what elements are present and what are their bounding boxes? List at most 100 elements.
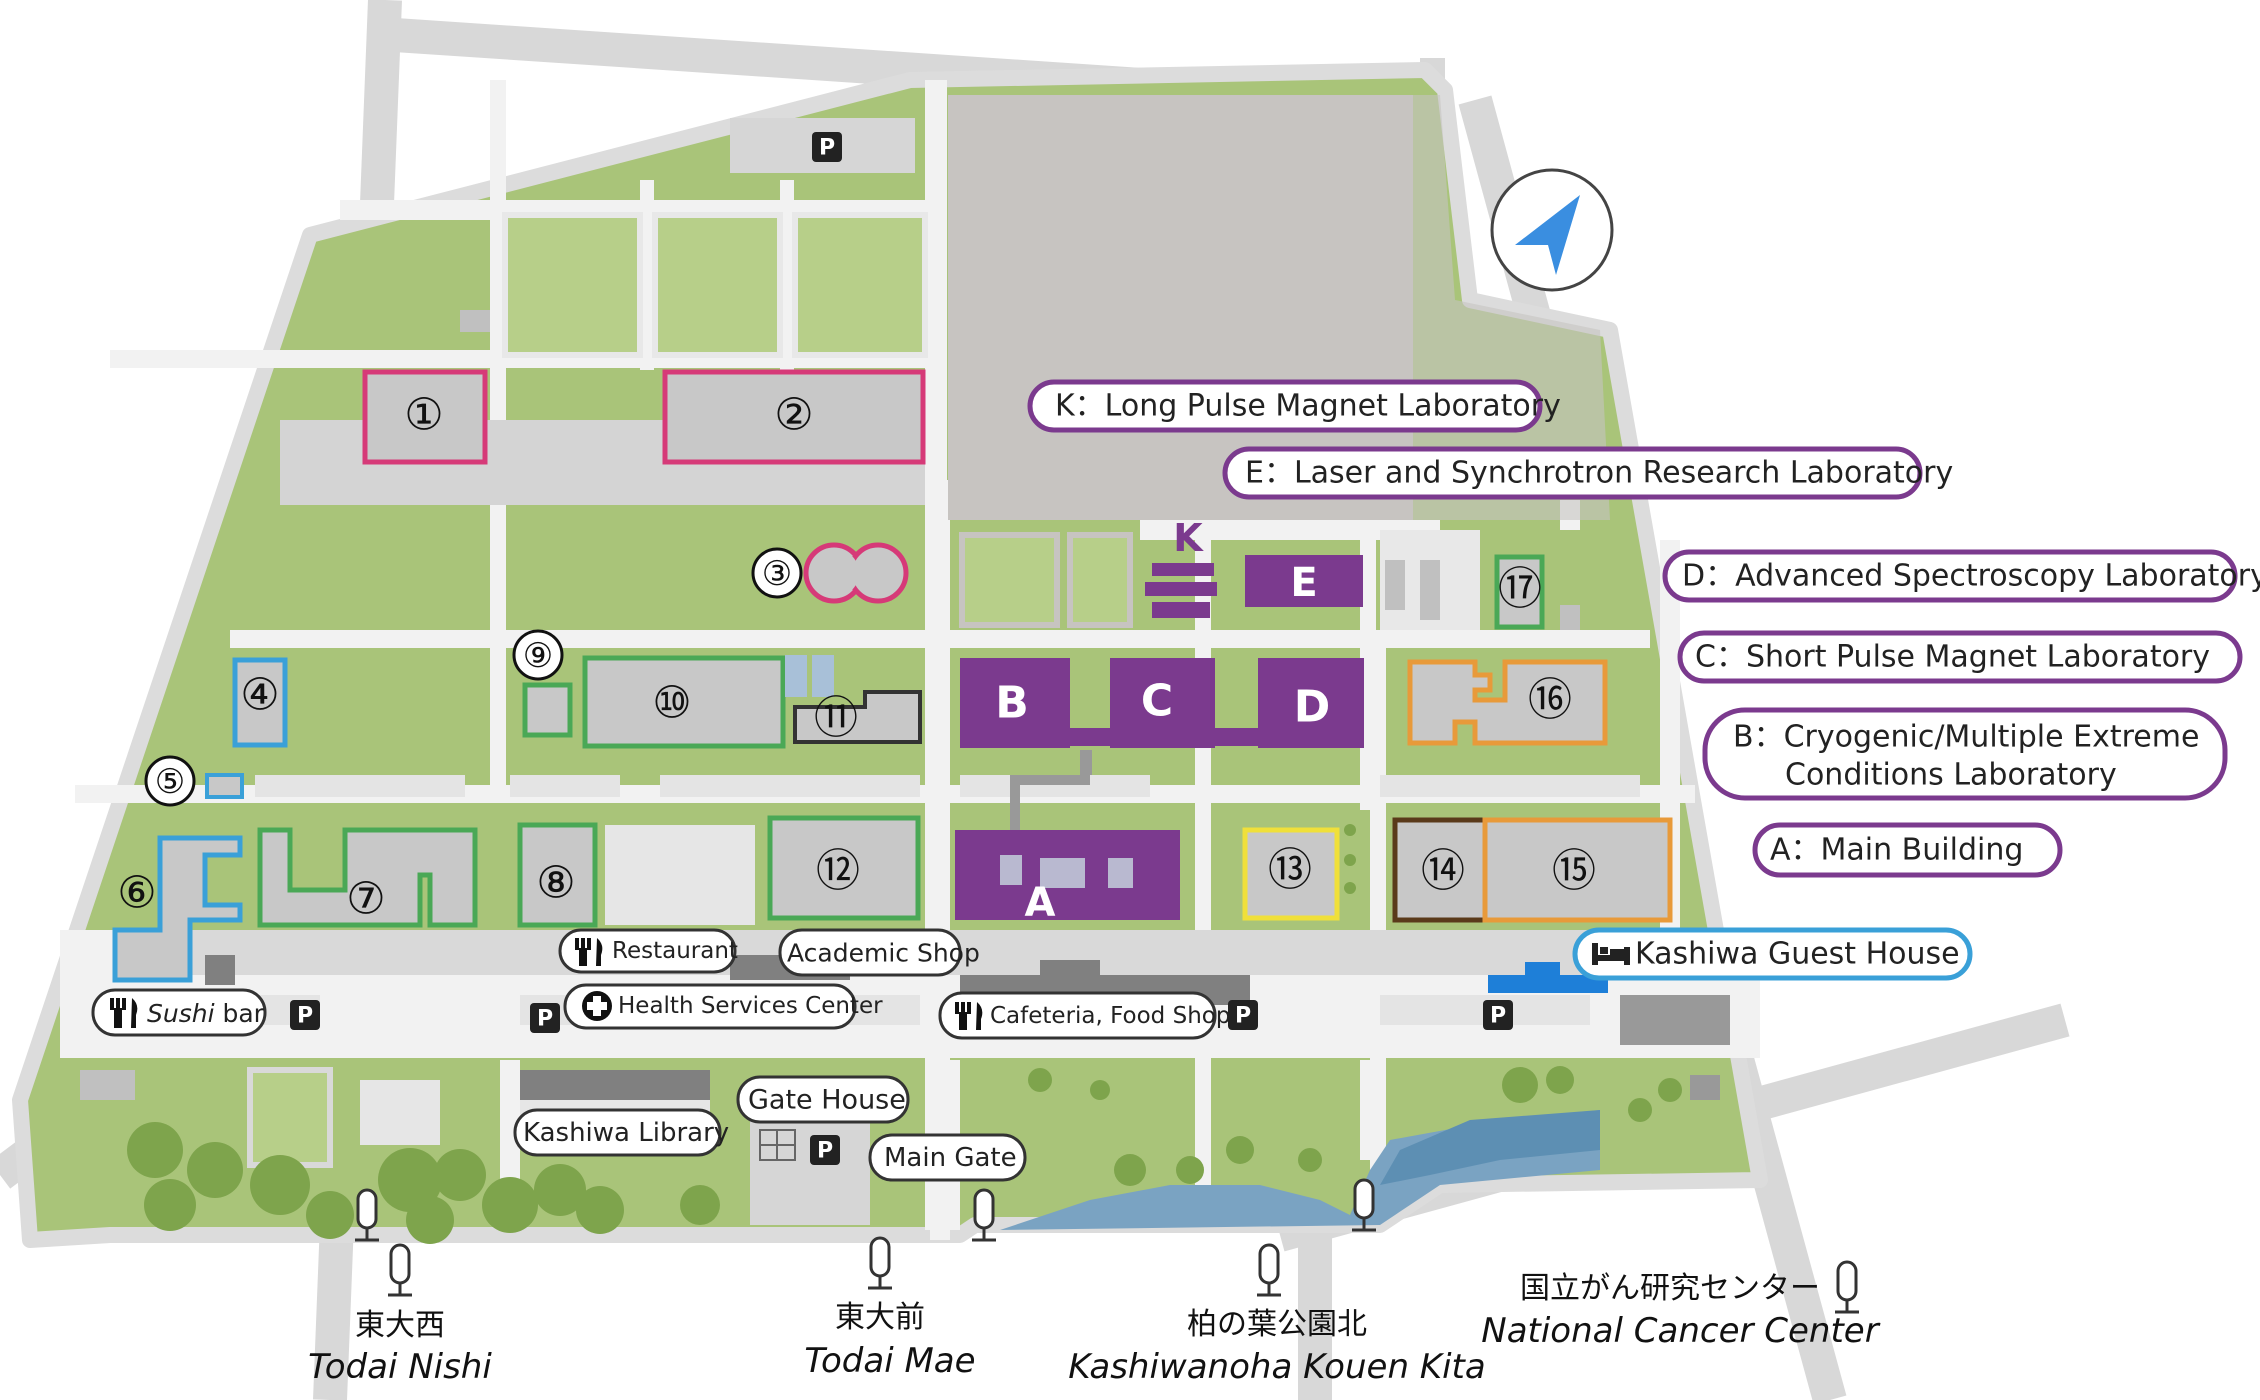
parking-icon: P [810, 1135, 840, 1165]
svg-text:⑯: ⑯ [1528, 675, 1572, 726]
svg-text:P: P [1235, 1004, 1251, 1029]
svg-text:④: ④ [240, 670, 279, 721]
svg-text:③: ③ [762, 554, 792, 594]
svg-text:Kashiwa Library: Kashiwa Library [523, 1118, 729, 1148]
building-1[interactable] [362, 369, 488, 465]
svg-text:⑤: ⑤ [155, 762, 185, 802]
building-K[interactable] [1145, 563, 1217, 618]
fork-knife-icon [955, 1002, 983, 1030]
svg-text:K: K [1173, 516, 1204, 560]
building-link-connector-2 [1010, 775, 1090, 785]
guest-house-building-2 [1525, 962, 1560, 976]
svg-text:⑭: ⑭ [1421, 846, 1465, 897]
gate-house-grid [759, 1129, 796, 1161]
svg-text:Gate House: Gate House [748, 1085, 906, 1116]
building-12[interactable] [767, 815, 921, 921]
building-8[interactable] [517, 822, 598, 928]
svg-text:⑨: ⑨ [523, 636, 553, 676]
bus-stop-icon [1835, 1260, 1859, 1314]
building-16[interactable] [1407, 659, 1608, 746]
building-BCD-link [1065, 728, 1265, 746]
guest-house-building[interactable] [1488, 975, 1608, 993]
svg-text:D: D [1294, 682, 1331, 733]
bed-icon [1592, 943, 1630, 965]
bus-stop-todai-mae: 東大前 Todai Mae [804, 1236, 976, 1381]
building-E[interactable] [1245, 555, 1363, 607]
svg-text:E: E [1290, 560, 1317, 606]
svg-text:Cafeteria, Food Shop: Cafeteria, Food Shop [990, 1003, 1230, 1029]
svg-text:①: ① [404, 390, 443, 441]
building-17[interactable] [1494, 554, 1545, 630]
building-11-solar-2 [812, 655, 834, 697]
svg-text:⑮: ⑮ [1552, 846, 1596, 897]
building-3[interactable] [803, 542, 909, 604]
bus-stop-icon [355, 1178, 1376, 1242]
svg-text:Main Gate: Main Gate [884, 1143, 1017, 1173]
building-link-connector [1080, 750, 1092, 775]
svg-text:⑩: ⑩ [652, 678, 691, 729]
svg-text:A：Main Building: A：Main Building [1770, 833, 2023, 868]
svg-text:国立がん研究センター: 国立がん研究センター [1520, 1271, 1820, 1306]
cross-icon [582, 991, 612, 1021]
svg-text:⑧: ⑧ [536, 858, 575, 909]
svg-text:Todai Nishi: Todai Nishi [308, 1347, 492, 1387]
building-link-connector-3 [1010, 785, 1020, 830]
svg-text:P: P [1490, 1004, 1506, 1029]
building-13[interactable] [1242, 827, 1340, 921]
building-11-solar [785, 655, 807, 697]
svg-text:A: A [1025, 880, 1056, 926]
svg-text:K：Long Pulse Magnet Laboratory: K：Long Pulse Magnet Laboratory [1055, 389, 1561, 424]
building-D[interactable] [1258, 658, 1364, 748]
facility-restaurant: Restaurant [558, 928, 738, 974]
lake-bank [1380, 1110, 1600, 1185]
svg-text:⑬: ⑬ [1268, 845, 1312, 896]
bus-stop-icon [388, 1243, 412, 1297]
building-11[interactable] [793, 690, 922, 744]
svg-text:東大西: 東大西 [355, 1308, 445, 1343]
building-4[interactable] [232, 657, 288, 748]
fork-knife-icon [575, 938, 603, 966]
svg-text:柏の葉公園北: 柏の葉公園北 [1187, 1307, 1367, 1342]
facility-academic-shop: Academic Shop [778, 928, 980, 977]
svg-text:B: B [995, 678, 1029, 729]
building-A-court-2 [1040, 858, 1085, 888]
svg-text:B：Cryogenic/Multiple Extreme: B：Cryogenic/Multiple Extreme [1733, 720, 2199, 755]
svg-text:Restaurant: Restaurant [612, 938, 738, 964]
svg-text:P: P [537, 1007, 553, 1032]
building-2[interactable] [662, 369, 926, 465]
svg-text:Academic Shop: Academic Shop [787, 939, 980, 968]
svg-text:②: ② [774, 390, 813, 441]
building-9[interactable] [522, 682, 573, 738]
legend-K: K：Long Pulse Magnet Laboratory [1027, 379, 1561, 433]
trees-13 [1344, 824, 1356, 894]
facility-gate-house: Gate House [736, 1075, 910, 1124]
svg-text:National Cancer Center: National Cancer Center [1481, 1311, 1880, 1351]
facility-library: Kashiwa Library [513, 1108, 729, 1157]
legend-B: B：Cryogenic/Multiple Extreme Conditions … [1702, 707, 2228, 801]
building-B[interactable] [960, 658, 1070, 748]
legend-E: E：Laser and Synchrotron Research Laborat… [1222, 446, 1953, 500]
building-15[interactable] [1482, 817, 1673, 923]
svg-text:東大前: 東大前 [835, 1300, 925, 1335]
building-10[interactable] [582, 655, 786, 749]
building-5[interactable] [205, 773, 244, 799]
svg-text:Kashiwanoha Kouen Kita: Kashiwanoha Kouen Kita [1068, 1347, 1485, 1387]
svg-text:⑦: ⑦ [346, 874, 385, 925]
svg-text:Kashiwa Guest House: Kashiwa Guest House [1635, 937, 1960, 972]
building-6[interactable] [112, 835, 243, 983]
tree-clusters [127, 1066, 1682, 1244]
building-8-annex [605, 825, 755, 925]
building-7[interactable] [257, 827, 478, 928]
svg-text:⑰: ⑰ [1498, 564, 1542, 615]
fork-knife-icon [110, 998, 138, 1028]
svg-text:⑥: ⑥ [117, 868, 156, 919]
facility-sushi-bar: Sushi bar [91, 988, 267, 1037]
building-A-court-1 [1000, 855, 1022, 885]
svg-text:Todai Mae: Todai Mae [804, 1341, 975, 1381]
svg-text:C：Short Pulse Magnet Laborator: C：Short Pulse Magnet Laboratory [1695, 640, 2210, 675]
svg-text:P: P [819, 136, 835, 161]
parking-icon: P [812, 132, 842, 162]
compass-arrow-icon [1490, 168, 1614, 292]
bus-stop-icon [868, 1236, 892, 1290]
